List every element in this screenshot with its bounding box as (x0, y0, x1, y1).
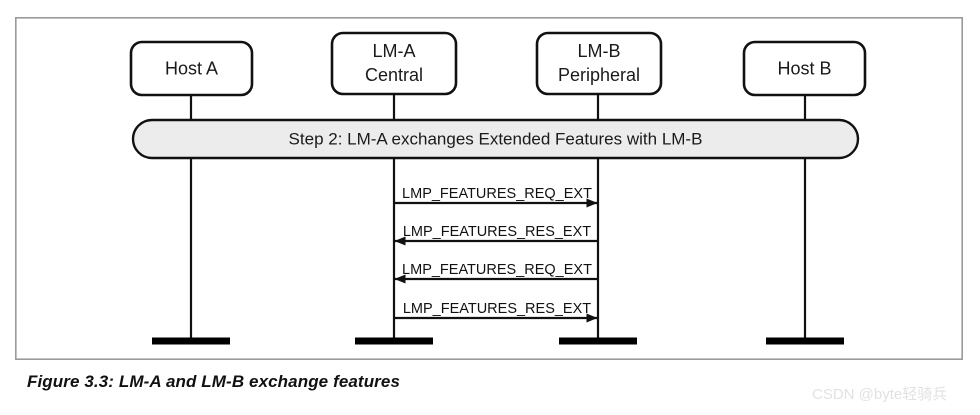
message-label-4: LMP_FEATURES_RES_EXT (403, 301, 591, 317)
watermark-text: CSDN @byte轻骑兵 (812, 386, 948, 403)
participant-lm-a-central: LM-A Central (330, 31, 458, 96)
participant-host-b: Host B (742, 40, 867, 97)
participant-label-lm-b-peripheral-line-1: LM-B (577, 41, 620, 61)
participant-lm-b-peripheral: LM-B Peripheral (535, 31, 663, 96)
participant-label-lm-b-peripheral-line-2: Peripheral (558, 65, 640, 85)
participant-box-lm-a-central (330, 31, 458, 96)
message-label-2: LMP_FEATURES_RES_EXT (403, 224, 591, 240)
step-banner: Step 2: LM-A exchanges Extended Features… (131, 118, 860, 160)
participant-box-host-b (742, 40, 867, 97)
message-2: LMP_FEATURES_RES_EXT (394, 224, 598, 246)
message-4: LMP_FEATURES_RES_EXT (394, 301, 598, 323)
step-banner-shape (131, 118, 860, 160)
figure-frame (15, 16, 964, 360)
message-1: LMP_FEATURES_REQ_EXT (394, 186, 598, 208)
participant-box-lm-b-peripheral (535, 31, 663, 96)
step-banner-label: Step 2: LM-A exchanges Extended Features… (289, 129, 703, 148)
participant-label-lm-a-central-line-2: Central (365, 65, 423, 85)
message-3: LMP_FEATURES_REQ_EXT (394, 262, 598, 284)
participant-label-host-b-line-1: Host B (777, 58, 831, 78)
figure-caption: Figure 3.3: LM-A and LM-B exchange featu… (27, 372, 401, 391)
message-label-1: LMP_FEATURES_REQ_EXT (402, 186, 592, 202)
participant-label-lm-a-central-line-1: LM-A (372, 41, 415, 61)
participant-box-host-a (129, 40, 254, 97)
participant-label-host-a-line-1: Host A (165, 58, 218, 78)
message-label-3: LMP_FEATURES_REQ_EXT (402, 262, 592, 278)
participant-host-a: Host A (129, 40, 254, 97)
